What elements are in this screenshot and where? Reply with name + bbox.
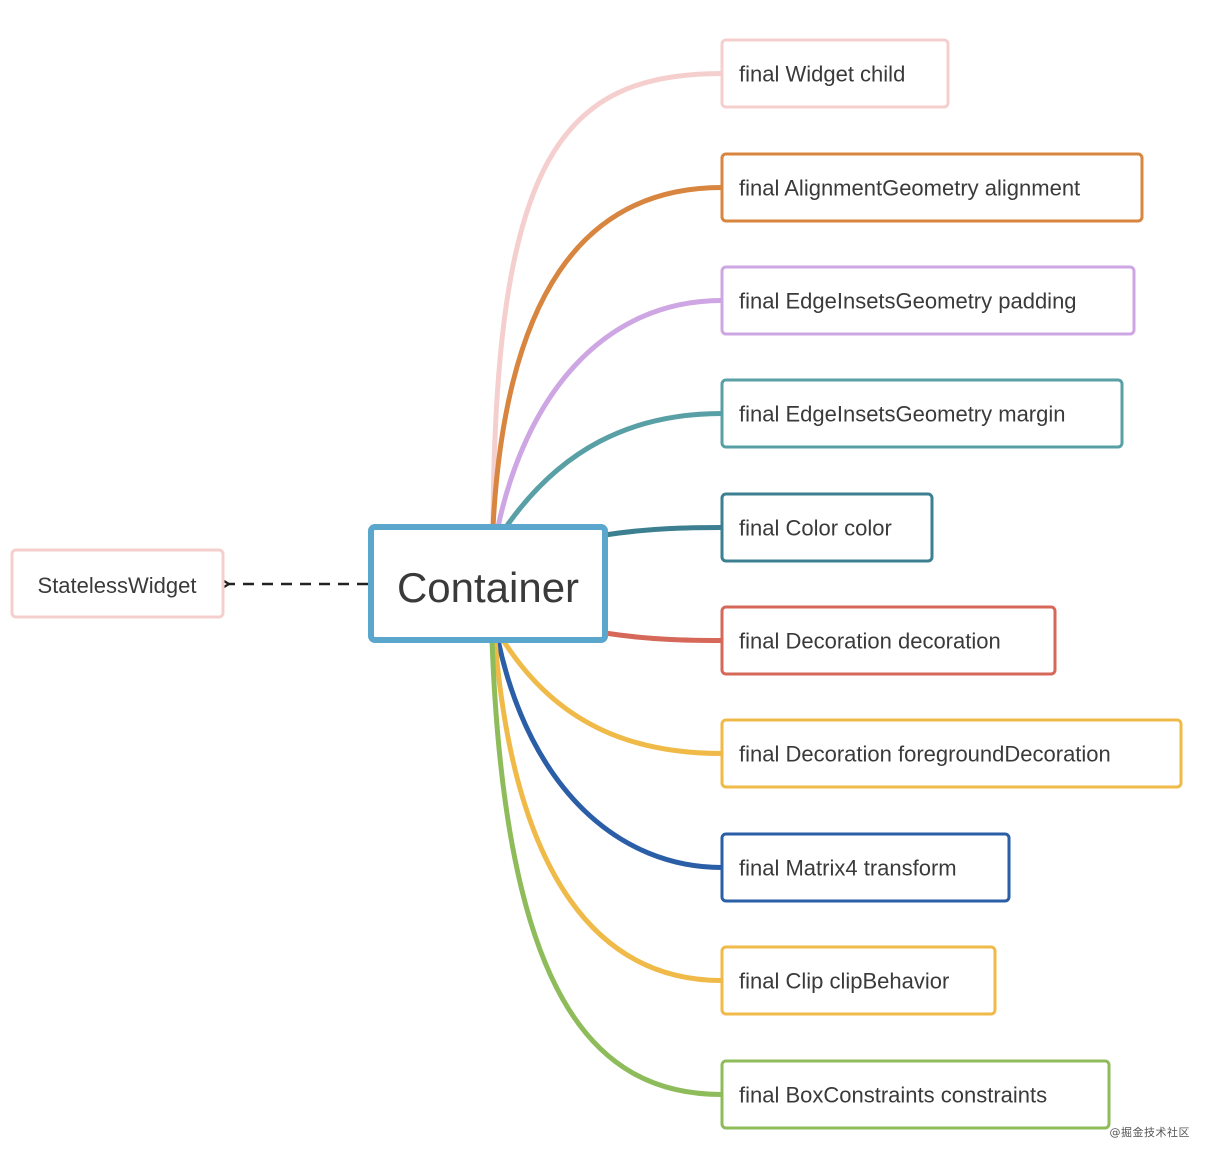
child-node-label: final AlignmentGeometry alignment bbox=[739, 176, 1080, 201]
root-node-label: Container bbox=[397, 564, 579, 611]
child-node-label: final Clip clipBehavior bbox=[739, 969, 949, 994]
child-node-label: final Decoration foregroundDecoration bbox=[739, 742, 1111, 767]
child-node-label: final Decoration decoration bbox=[739, 629, 1001, 654]
child-node-margin[interactable]: final EdgeInsetsGeometry margin bbox=[720, 378, 1124, 449]
child-node-label: final EdgeInsetsGeometry padding bbox=[739, 289, 1077, 314]
child-node-box bbox=[720, 1059, 1111, 1130]
child-node-label: final BoxConstraints constraints bbox=[739, 1083, 1047, 1108]
child-node-decoration[interactable]: final Decoration decoration bbox=[720, 605, 1057, 676]
child-node-padding[interactable]: final EdgeInsetsGeometry padding bbox=[720, 265, 1136, 336]
child-node-box bbox=[720, 492, 934, 563]
child-node-box bbox=[720, 945, 997, 1016]
child-node-label: final Matrix4 transform bbox=[739, 856, 957, 881]
child-node-label: final Color color bbox=[739, 516, 892, 541]
child-node-box bbox=[720, 605, 1057, 676]
parent-node-statelesswidget[interactable]: StatelessWidget bbox=[10, 548, 225, 619]
child-node-box bbox=[720, 265, 1136, 336]
branch-child bbox=[490, 71, 725, 530]
branch-constraints bbox=[489, 637, 725, 1097]
child-node-transform[interactable]: final Matrix4 transform bbox=[720, 832, 1011, 903]
child-node-box bbox=[720, 378, 1124, 449]
branch-color bbox=[602, 525, 725, 538]
child-node-label: final EdgeInsetsGeometry margin bbox=[739, 402, 1066, 427]
child-node-alignment[interactable]: final AlignmentGeometry alignment bbox=[720, 152, 1144, 223]
child-node-foregroundDecoration[interactable]: final Decoration foregroundDecoration bbox=[720, 718, 1183, 789]
branch-transform bbox=[495, 637, 725, 870]
branch-foregroundDecoration bbox=[500, 637, 725, 756]
child-node-box bbox=[720, 832, 1011, 903]
child-node-constraints[interactable]: final BoxConstraints constraints bbox=[720, 1059, 1111, 1130]
branch-margin bbox=[503, 411, 725, 530]
branch-alignment bbox=[490, 185, 725, 530]
child-node-child[interactable]: final Widget child bbox=[720, 38, 950, 109]
child-node-box bbox=[720, 718, 1183, 789]
branch-clipBehavior bbox=[492, 637, 725, 983]
root-node-container[interactable]: Container bbox=[368, 524, 608, 643]
child-node-box bbox=[720, 38, 950, 109]
branch-connectors bbox=[489, 71, 725, 1097]
watermark: @掘金技术社区 bbox=[1109, 1126, 1190, 1139]
child-nodes: final Widget child final AlignmentGeometr… bbox=[720, 38, 1183, 1130]
parent-node-label: StatelessWidget bbox=[38, 573, 197, 598]
branch-decoration bbox=[602, 630, 725, 643]
child-node-box bbox=[720, 152, 1144, 223]
child-node-clipBehavior[interactable]: final Clip clipBehavior bbox=[720, 945, 997, 1016]
child-node-label: final Widget child bbox=[739, 62, 905, 87]
branch-padding bbox=[495, 298, 725, 530]
child-node-color[interactable]: final Color color bbox=[720, 492, 934, 563]
